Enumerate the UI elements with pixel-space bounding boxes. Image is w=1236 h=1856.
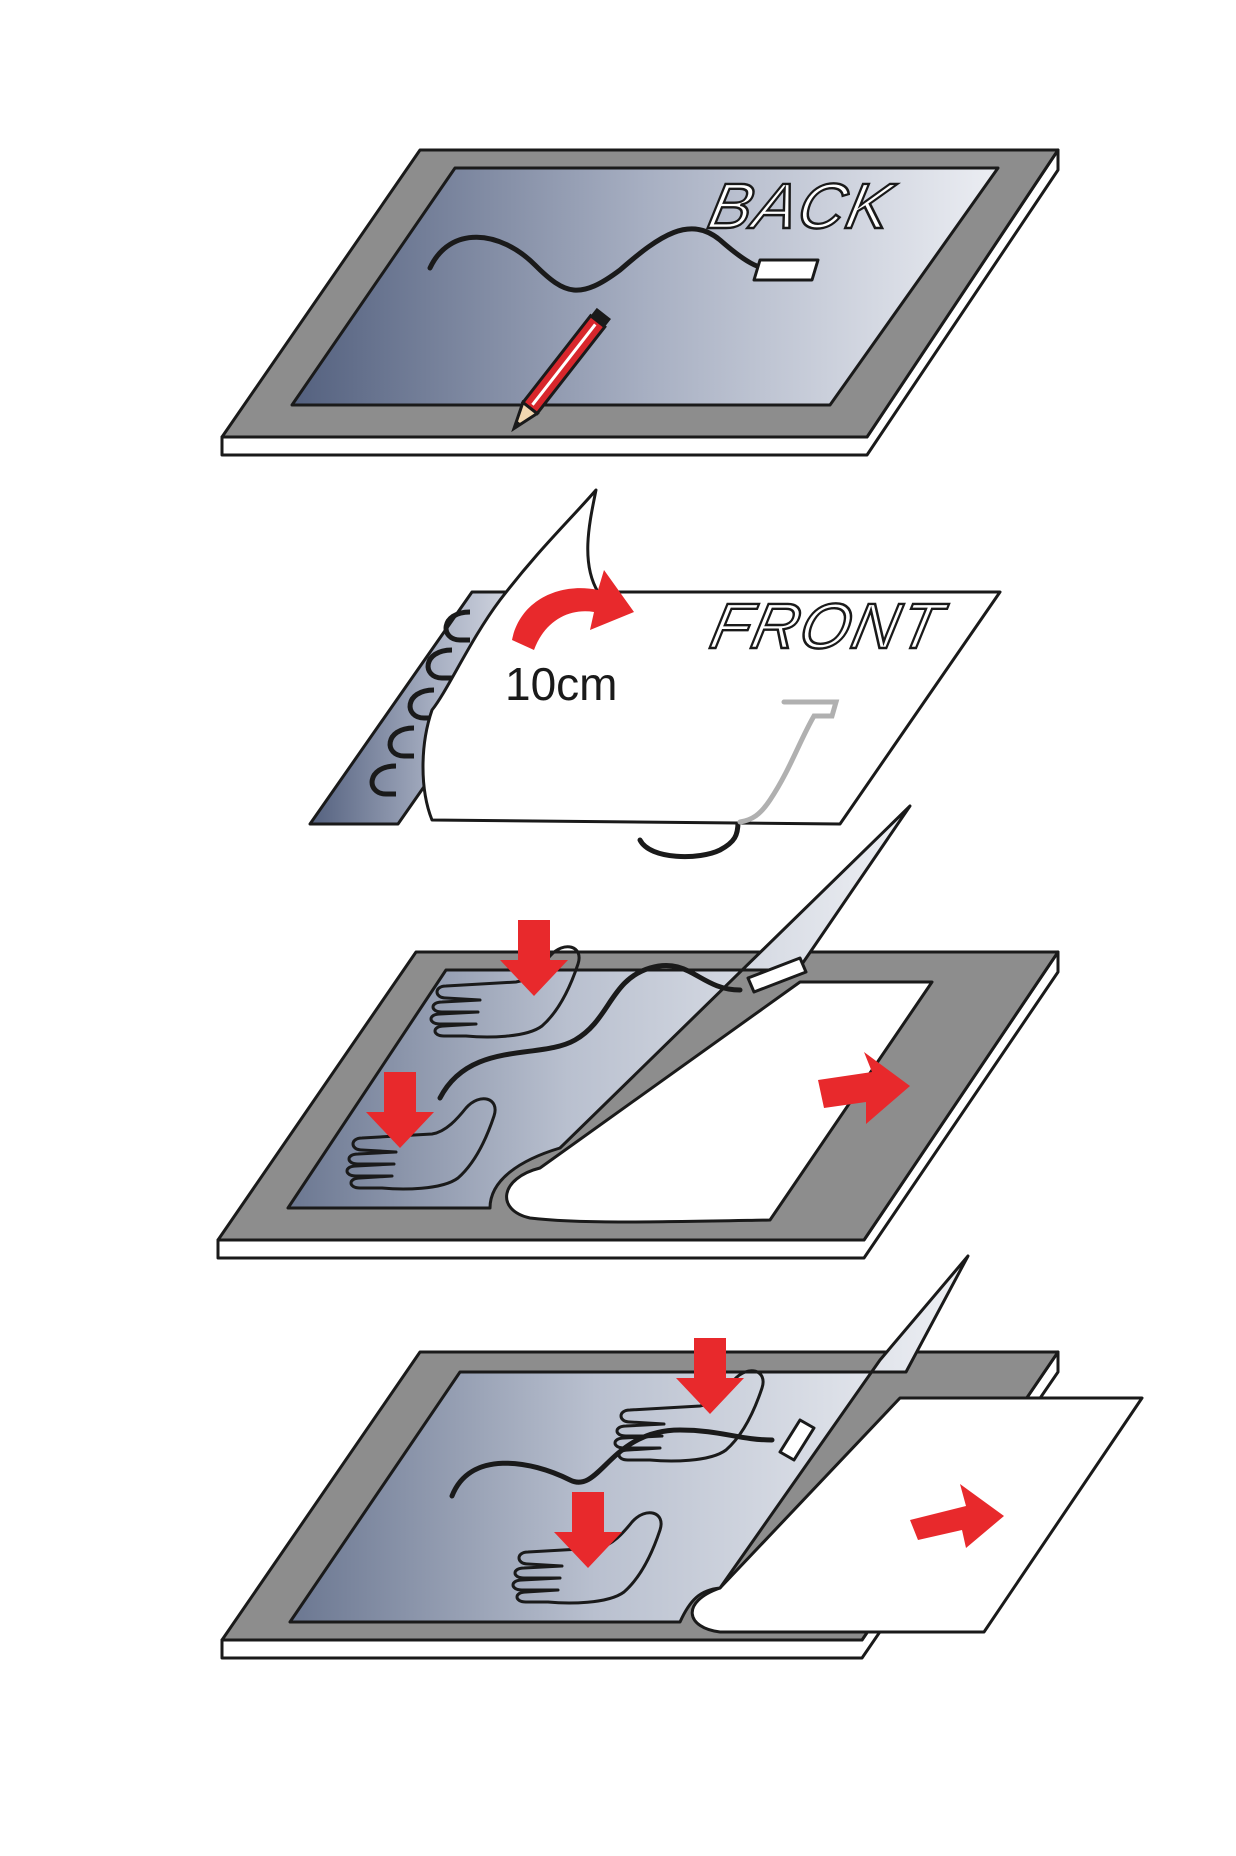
cable-icon bbox=[437, 963, 743, 1101]
cable-icon bbox=[637, 819, 741, 860]
release-liner bbox=[690, 1396, 1144, 1634]
heating-coil-icon bbox=[369, 609, 471, 797]
front-sheet bbox=[421, 488, 1002, 826]
connector-icon bbox=[778, 1418, 816, 1462]
connector-icon bbox=[752, 258, 820, 282]
front-label: FRONT bbox=[705, 590, 953, 662]
right-arrow-icon bbox=[818, 1052, 910, 1124]
step-4-peel-full bbox=[220, 1254, 1144, 1660]
step-1-back-panel: BACK bbox=[220, 148, 1060, 457]
cable-icon bbox=[427, 226, 773, 293]
heating-film bbox=[286, 804, 912, 1210]
step-2-front-sheet: FRONT 10cm bbox=[308, 488, 1002, 860]
heating-panel bbox=[290, 166, 1000, 407]
step-3-peel-half bbox=[216, 804, 1060, 1260]
cable-icon bbox=[737, 699, 840, 825]
right-arrow-icon bbox=[910, 1484, 1004, 1548]
cable-icon bbox=[449, 1427, 775, 1499]
connector-icon bbox=[746, 956, 808, 994]
distance-label: 10cm bbox=[505, 658, 617, 710]
release-liner bbox=[505, 980, 934, 1224]
curved-arrow-icon bbox=[512, 570, 634, 650]
pencil-icon bbox=[511, 307, 611, 433]
back-label: BACK bbox=[703, 170, 901, 242]
